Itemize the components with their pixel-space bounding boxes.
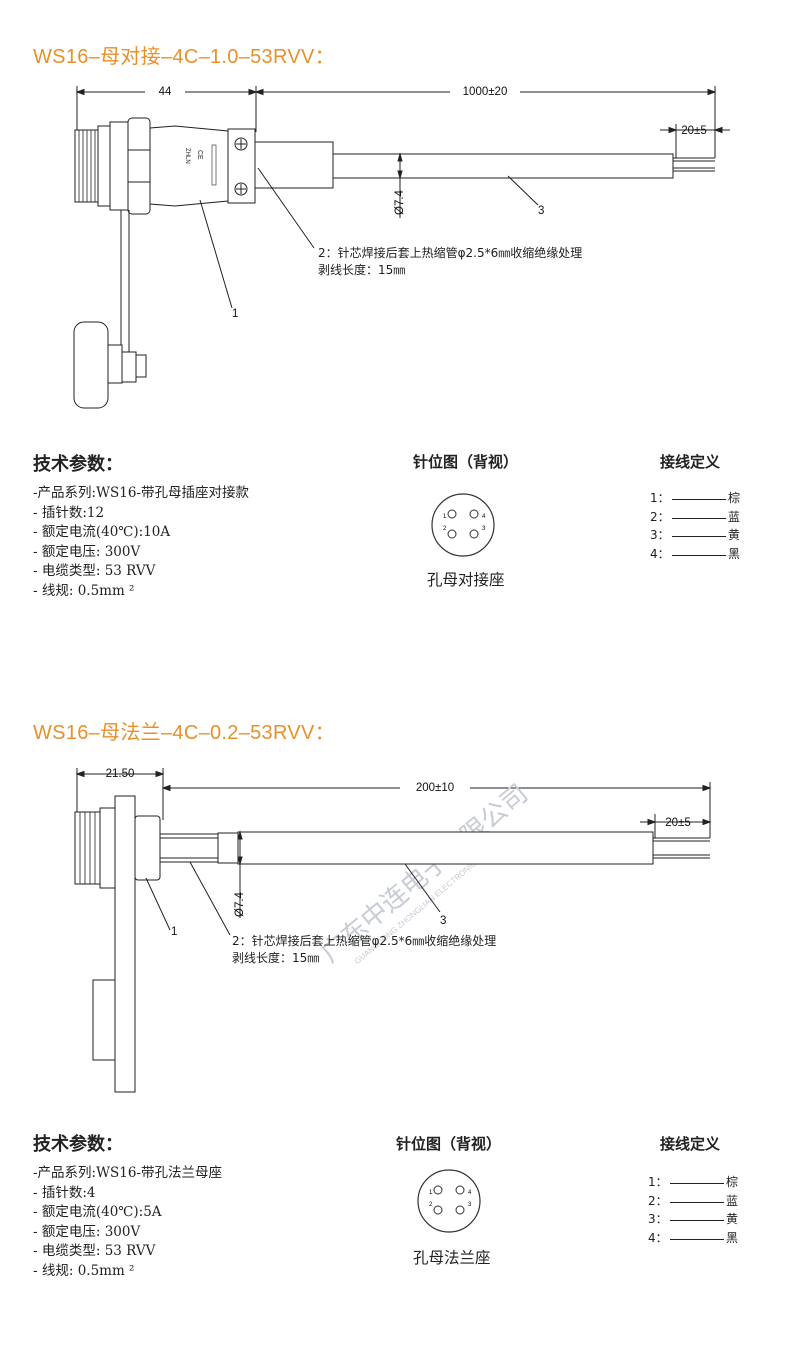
section2-title: WS16–母法兰–4C–0.2–53RVV： <box>33 722 335 744</box>
pin-heading-2: 针位图（背视） <box>396 1135 502 1153</box>
flange-connector <box>74 795 161 1093</box>
diameter-dim <box>397 152 403 218</box>
wiring-row: 3：黄 <box>650 528 741 542</box>
cable <box>160 831 710 865</box>
spec-item: - 插针数:12 <box>33 504 105 521</box>
wiring-row: 2：蓝 <box>648 1193 739 1208</box>
spec-list-1: -产品系列:WS16-带孔母插座对接款 - 插针数:12 - 额定电流(40℃)… <box>33 484 249 601</box>
spec-item: - 电缆类型: 53 RVV <box>33 563 156 579</box>
pin-label: 1 <box>429 1190 433 1196</box>
dim-strip: 20±5 <box>681 125 707 137</box>
spec-item: - 线规: 0.5mm ² <box>33 582 135 599</box>
wiring-table-1: 1：棕 2：蓝 3：黄 4：黑 <box>650 489 760 563</box>
pin-label: 4 <box>482 514 486 520</box>
wiring-heading-1: 接线定义 <box>660 453 721 471</box>
cable <box>254 141 715 189</box>
note-line1: 2：针芯焊接后套上热缩管φ2.5*6㎜收缩绝缘处理 <box>318 246 583 260</box>
dim-cable: 1000±20 <box>463 86 508 98</box>
dimension-lines <box>75 768 712 838</box>
pin-heading-1: 针位图（背视） <box>413 453 519 471</box>
pin-label: 3 <box>482 526 486 532</box>
pin-label: 1 <box>443 514 447 520</box>
callout-3: 3 <box>538 205 544 217</box>
dim-diameter: Ø7.4 <box>234 891 246 917</box>
pin-diagram-1: 1 2 3 4 <box>431 493 495 557</box>
spec-list-2: -产品系列:WS16-带孔法兰母座 - 插针数:4 - 额定电流(40℃):5A… <box>33 1164 222 1281</box>
spec-item: - 插针数:4 <box>33 1184 96 1201</box>
note-line2: 剥线长度：15㎜ <box>318 263 406 277</box>
pin-label: 3 <box>468 1202 472 1208</box>
wiring-row: 4：黑 <box>650 546 741 561</box>
brand-marking: ZHLN <box>184 148 190 164</box>
connector-drawing-1: 44 1000±20 20±5 ZHLN CE <box>73 84 730 409</box>
spec-heading-1: 技术参数： <box>33 454 123 475</box>
wiring-row: 1：棕 <box>648 1175 739 1189</box>
spec-item: -产品系列:WS16-带孔母插座对接款 <box>33 485 249 501</box>
pin-label: 2 <box>429 1202 433 1208</box>
connector-body: ZHLN CE <box>149 125 256 207</box>
wiring-row: 4：黑 <box>648 1230 739 1245</box>
dim-overall: 21.50 <box>106 768 135 780</box>
note-heatshrink-1: 2：针芯焊接后套上热缩管φ2.5*6㎜收缩绝缘处理 剥线长度：15㎜ <box>318 245 582 279</box>
pin-diagram-2: 1 2 3 4 <box>417 1169 481 1233</box>
pin-caption-2: 孔母法兰座 <box>413 1249 491 1267</box>
wiring-table-2: 1：棕 2：蓝 3：黄 4：黑 <box>648 1173 758 1247</box>
svg-text:CE: CE <box>196 150 203 160</box>
section1-title: WS16–母对接–4C–1.0–53RVV： <box>33 46 335 68</box>
connector-drawing-2: 21.50 200±10 20±5 广东中连电子有限公司 GUANGDONG Z… <box>74 768 712 1093</box>
spec-item: - 电缆类型: 53 RVV <box>33 1243 156 1259</box>
dust-cap <box>73 210 147 409</box>
callout-1: 1 <box>232 308 238 320</box>
spec-heading-2: 技术参数： <box>33 1134 123 1155</box>
note-line1: 2：针芯焊接后套上热缩管φ2.5*6㎜收缩绝缘处理 <box>232 934 497 948</box>
spec-item: - 额定电流(40℃):10A <box>33 524 171 540</box>
dim-overall: 44 <box>159 86 172 98</box>
wiring-heading-2: 接线定义 <box>660 1135 721 1153</box>
diameter-dim <box>237 830 243 918</box>
callout-3: 3 <box>440 915 446 927</box>
spec-item: - 额定电压: 300V <box>33 543 141 560</box>
note-heatshrink-2: 2：针芯焊接后套上热缩管φ2.5*6㎜收缩绝缘处理 剥线长度：15㎜ <box>232 933 496 967</box>
dim-cable: 200±10 <box>416 782 454 794</box>
wiring-row: 1：棕 <box>650 491 741 505</box>
spec-item: -产品系列:WS16-带孔法兰母座 <box>33 1165 222 1181</box>
dim-diameter: Ø7.4 <box>394 189 406 215</box>
pin-label: 2 <box>443 526 447 532</box>
spec-item: - 线规: 0.5mm ² <box>33 1262 135 1279</box>
wiring-row: 3：黄 <box>648 1212 739 1226</box>
callout-1: 1 <box>171 926 177 938</box>
wiring-row: 2：蓝 <box>650 509 741 524</box>
pin-caption-1: 孔母对接座 <box>427 571 505 589</box>
dim-strip: 20±5 <box>665 817 691 829</box>
pin-label: 4 <box>468 1190 472 1196</box>
threaded-front <box>74 117 151 215</box>
note-line2: 剥线长度：15㎜ <box>232 951 320 965</box>
spec-item: - 额定电流(40℃):5A <box>33 1204 162 1220</box>
spec-item: - 额定电压: 300V <box>33 1223 141 1240</box>
